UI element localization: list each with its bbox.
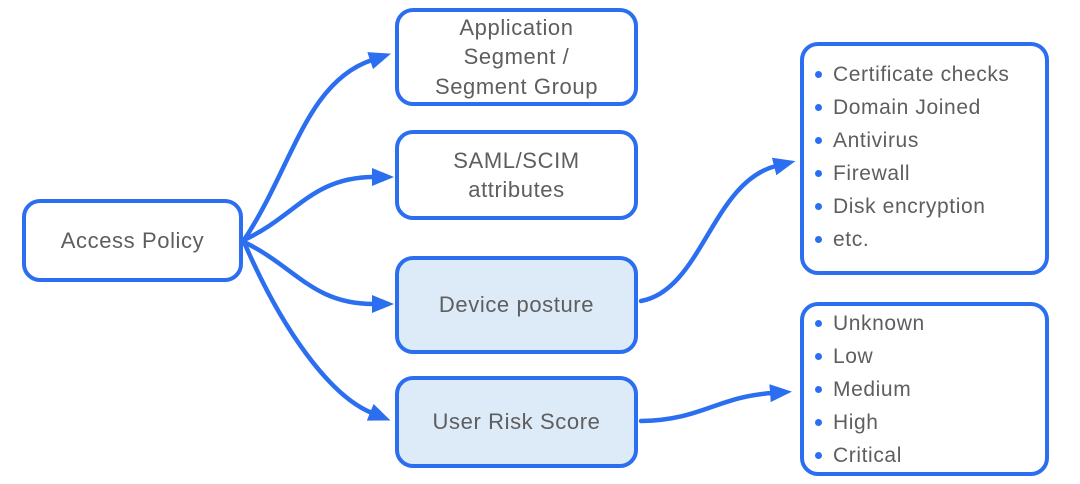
- arrow-user-risk-to-levels: [638, 384, 792, 424]
- list-item: Antivirus: [815, 124, 1010, 157]
- arrow-access-to-device-posture: [241, 239, 394, 313]
- node-device-posture-checks: Certificate checks Domain Joined Antivir…: [800, 42, 1049, 275]
- user-risk-score-label: User Risk Score: [432, 409, 601, 435]
- access-policy-label: Access Policy: [60, 227, 205, 253]
- bullet-icon: [815, 386, 822, 393]
- list-item: Unknown: [815, 307, 925, 340]
- node-device-posture: Device posture: [395, 256, 638, 354]
- saml-scim-label: SAML/SCIM attributes: [453, 147, 580, 202]
- bullet-icon: [815, 236, 822, 243]
- application-segment-label: Application Segment / Segment Group: [434, 14, 599, 99]
- bullet-icon: [815, 353, 822, 360]
- node-saml-scim-attributes: SAML/SCIM attributes: [395, 130, 638, 220]
- bullet-icon: [815, 419, 822, 426]
- list-item: Low: [815, 340, 925, 373]
- device-posture-label: Device posture: [438, 292, 595, 318]
- list-item: Firewall: [815, 157, 1010, 190]
- list-item: Domain Joined: [815, 91, 1010, 124]
- bullet-icon: [815, 452, 822, 459]
- node-access-policy: Access Policy: [22, 199, 243, 282]
- node-user-risk-score: User Risk Score: [395, 376, 638, 468]
- list-item: Medium: [815, 373, 925, 406]
- risk-levels-list: Unknown Low Medium High Critical: [804, 306, 931, 472]
- bullet-icon: [815, 320, 822, 327]
- list-item: Certificate checks: [815, 58, 1010, 91]
- arrow-access-to-saml-scim: [241, 168, 394, 243]
- arrow-access-to-user-risk-score: [241, 239, 391, 421]
- list-item: etc.: [815, 223, 1010, 256]
- arrow-access-to-application-segment: [241, 52, 391, 243]
- bullet-icon: [815, 104, 822, 111]
- list-item: High: [815, 406, 925, 439]
- bullet-icon: [815, 71, 822, 78]
- bullet-icon: [815, 203, 822, 210]
- bullet-icon: [815, 137, 822, 144]
- arrow-device-posture-to-checks: [638, 157, 796, 304]
- posture-checks-list: Certificate checks Domain Joined Antivir…: [804, 46, 1016, 256]
- node-application-segment: Application Segment / Segment Group: [395, 8, 638, 106]
- bullet-icon: [815, 170, 822, 177]
- list-item: Critical: [815, 439, 925, 472]
- node-user-risk-levels: Unknown Low Medium High Critical: [800, 302, 1049, 476]
- list-item: Disk encryption: [815, 190, 1010, 223]
